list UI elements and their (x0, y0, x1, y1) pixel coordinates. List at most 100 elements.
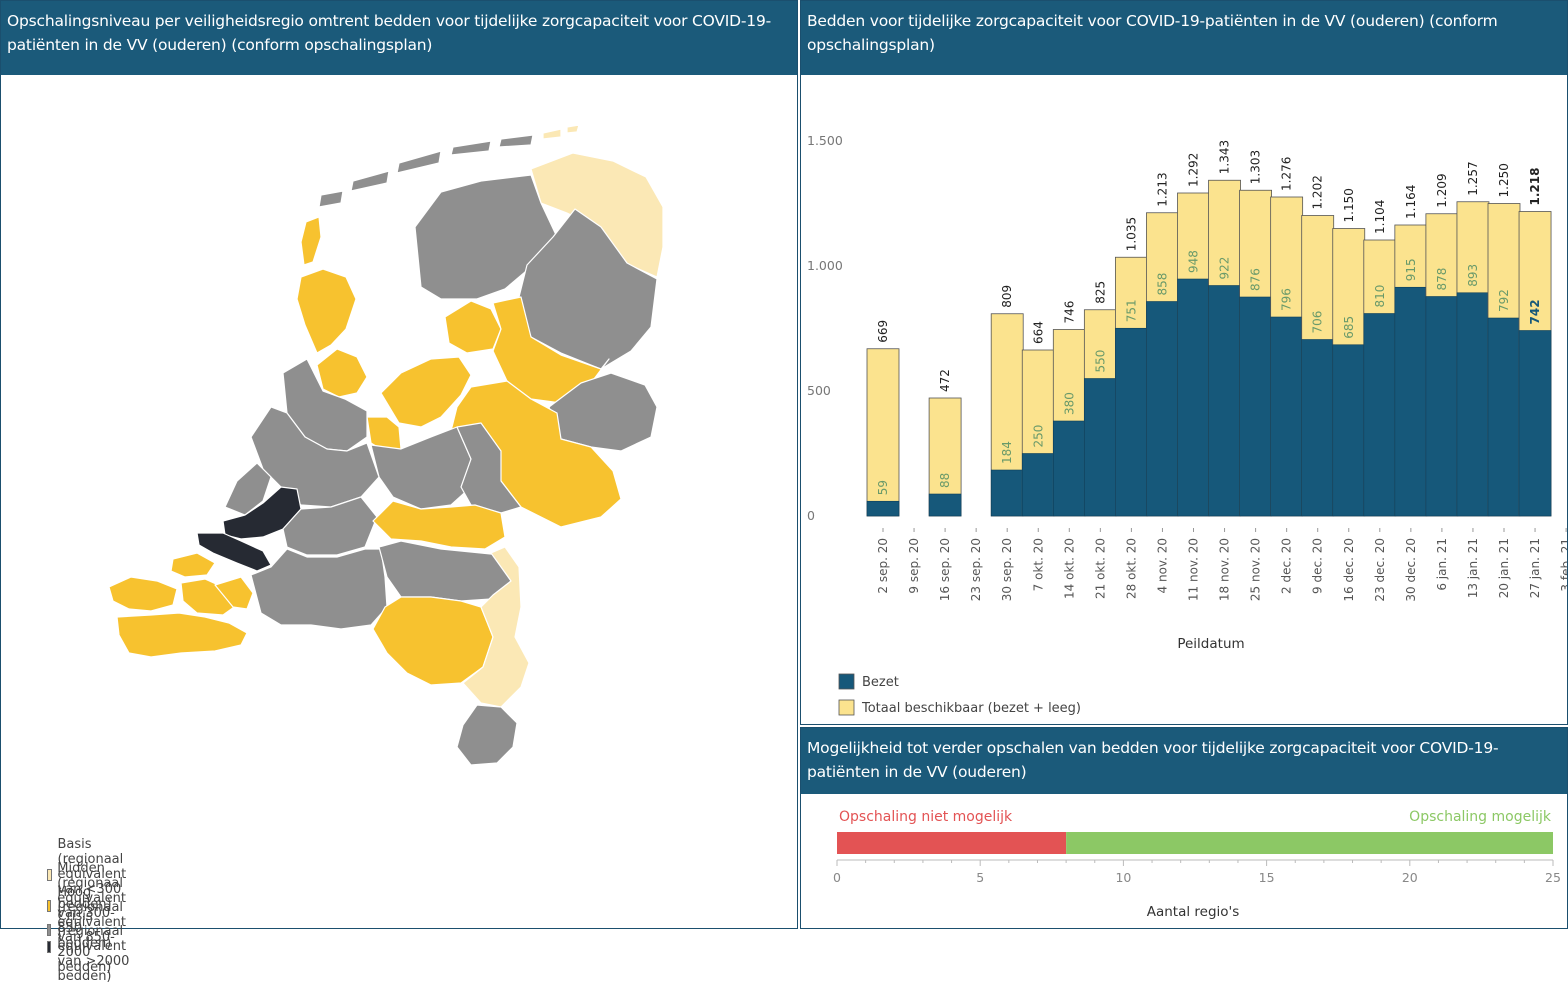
x-tick-label: 2 dec. 20 (1280, 538, 1294, 594)
x-tick-label: 14 okt. 20 (1062, 538, 1076, 599)
x-tick-label: 10 (1115, 870, 1131, 885)
totaal-data-label: 1.164 (1404, 185, 1418, 219)
legend-label: Basis (regionaal equivalent van <300 bed… (57, 837, 127, 912)
bar-bezet[interactable] (1425, 296, 1459, 517)
x-tick-label: 27 jan. 21 (1528, 538, 1542, 598)
x-tick-label: 20 jan. 21 (1497, 538, 1511, 598)
totaal-data-label: 1.213 (1155, 172, 1169, 206)
bar-bezet[interactable] (866, 500, 900, 517)
x-tick-label: 4 nov. 20 (1155, 538, 1169, 593)
bezet-data-label: 792 (1497, 289, 1511, 312)
map-region[interactable] (214, 576, 254, 610)
map-region[interactable] (456, 704, 518, 766)
totaal-data-label: 1.257 (1466, 161, 1480, 195)
map-region[interactable] (282, 496, 378, 556)
bezet-data-label: 751 (1124, 299, 1138, 322)
map-region[interactable] (498, 134, 534, 148)
scaling-panel-title: Mogelijkheid tot verder opschalen van be… (801, 728, 1567, 794)
bar-bezet[interactable] (1301, 339, 1335, 517)
map-region[interactable] (456, 422, 522, 514)
x-tick-label: 9 dec. 20 (1311, 538, 1325, 594)
legend-swatch (838, 673, 855, 690)
bar-bezet[interactable] (1270, 316, 1303, 517)
totaal-data-label: 1.202 (1311, 175, 1325, 209)
x-tick-label: 15 (1259, 870, 1275, 885)
map-region[interactable] (462, 546, 530, 708)
segment-label-not-possible: Opschaling niet mogelijk (839, 809, 1013, 825)
x-tick-label: 30 sep. 20 (1000, 538, 1014, 601)
bezet-data-label: 915 (1404, 258, 1418, 281)
y-tick-label: 1.500 (807, 133, 843, 148)
map-region[interactable] (372, 596, 494, 686)
map-region[interactable] (372, 500, 506, 550)
map-legend-item[interactable]: Crisis (regionaal equivalent van >2000 b… (47, 909, 134, 984)
bar-bezet[interactable] (1084, 378, 1117, 517)
segment-not-possible[interactable] (837, 832, 1067, 854)
map-region[interactable] (396, 150, 442, 174)
legend-swatch (838, 699, 855, 716)
legend-label: Totaal beschikbaar (bezet + leeg) (861, 701, 1081, 716)
y-tick-label: 500 (807, 383, 831, 398)
bar-bezet[interactable] (990, 469, 1024, 517)
x-tick-label: 6 jan. 21 (1435, 538, 1449, 591)
map-region[interactable] (450, 140, 492, 156)
map-region[interactable] (566, 124, 580, 134)
bezet-data-label: 250 (1031, 425, 1045, 448)
bar-bezet[interactable] (1394, 286, 1428, 517)
map-region[interactable] (170, 552, 216, 578)
map-legend-item[interactable]: Midden (regionaal equivalent van 300-850… (47, 861, 134, 951)
bar-bezet[interactable] (1363, 313, 1397, 517)
bezet-data-label: 742 (1528, 299, 1542, 324)
x-tick-label: 25 (1545, 870, 1561, 885)
map-region[interactable] (316, 348, 368, 398)
bar-bezet[interactable] (1146, 301, 1179, 517)
map-region[interactable] (380, 356, 472, 428)
x-tick-label: 16 sep. 20 (938, 538, 952, 601)
map-region[interactable] (300, 216, 322, 266)
map-legend-item[interactable]: Basis (regionaal equivalent van <300 bed… (47, 837, 134, 912)
totaal-data-label: 1.104 (1373, 200, 1387, 234)
map-region[interactable] (378, 540, 512, 602)
legend-swatch (47, 940, 52, 953)
netherlands-map (108, 124, 664, 766)
totaal-data-label: 1.150 (1342, 188, 1356, 222)
bar-bezet[interactable] (1115, 327, 1148, 517)
x-tick-label: 7 okt. 20 (1031, 538, 1045, 591)
bar-bezet[interactable] (928, 493, 962, 517)
bar-bezet[interactable] (1487, 317, 1521, 517)
bar-bezet[interactable] (1332, 344, 1366, 517)
map-panel-title: Opschalingsniveau per veiligheidsregio o… (1, 1, 797, 75)
bar-bezet[interactable] (1456, 292, 1490, 517)
totaal-data-label: 664 (1031, 321, 1045, 344)
bar-bezet[interactable] (1053, 420, 1086, 517)
totaal-data-label: 1.292 (1187, 153, 1201, 187)
map-region[interactable] (350, 170, 390, 192)
totaal-data-label: 825 (1093, 281, 1107, 304)
bezet-data-label: 876 (1249, 268, 1263, 291)
bar-bezet[interactable] (1177, 278, 1210, 517)
map-region[interactable] (318, 190, 344, 208)
map-region[interactable] (444, 300, 502, 354)
bar-totaal[interactable] (866, 348, 900, 517)
map-region[interactable] (530, 152, 664, 278)
bar-bezet[interactable] (1239, 296, 1272, 517)
x-tick-label: 0 (833, 870, 841, 885)
bar-bezet[interactable] (1021, 453, 1055, 517)
bezet-data-label: 796 (1280, 288, 1294, 311)
map-region[interactable] (250, 548, 388, 630)
bar-bezet[interactable] (1208, 285, 1241, 517)
segment-label-possible: Opschaling mogelijk (1409, 809, 1552, 825)
map-region[interactable] (196, 532, 272, 572)
map-region[interactable] (542, 128, 562, 140)
x-tick-label: 23 dec. 20 (1373, 538, 1387, 602)
map-region[interactable] (296, 268, 357, 354)
map-region[interactable] (108, 576, 178, 612)
x-tick-label: 2 sep. 20 (876, 538, 890, 594)
map-region[interactable] (116, 612, 248, 658)
bezet-data-label: 184 (1000, 441, 1014, 464)
segment-possible[interactable] (1066, 832, 1553, 854)
bar-chart-title: Bedden voor tijdelijke zorgcapaciteit vo… (801, 1, 1567, 75)
bar-bezet[interactable] (1518, 330, 1552, 517)
bezet-data-label: 706 (1311, 311, 1325, 334)
